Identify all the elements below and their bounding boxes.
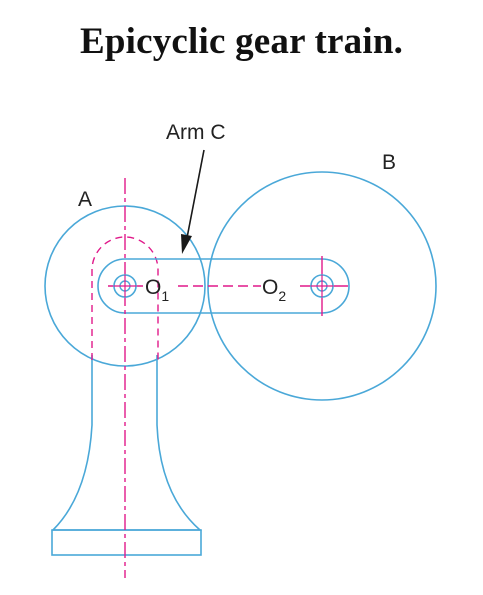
figure-title: Epicyclic gear train. (79, 21, 404, 62)
label-o2: O2 (262, 276, 286, 304)
pedestal-body (51, 355, 203, 531)
label-arm-c: Arm C (166, 121, 226, 144)
pedestal-base (51, 529, 202, 556)
arm-c-arrow-shaft (185, 149, 205, 244)
arm-c-arrow-head (181, 234, 192, 254)
label-gear-b: B (382, 151, 396, 174)
label-o1: O1 (145, 276, 169, 304)
label-gear-a: A (78, 188, 92, 211)
